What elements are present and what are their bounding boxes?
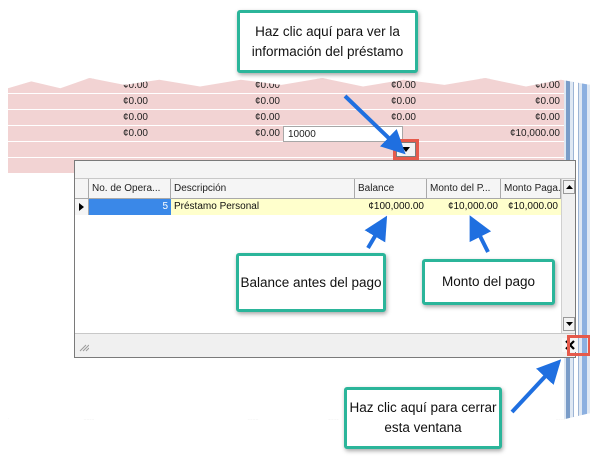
header-paid-amount[interactable]: Monto Paga... (501, 179, 561, 198)
background-cell: ¢0.00 (390, 112, 416, 123)
dropdown-highlight (393, 139, 419, 160)
background-row-editing[interactable]: ¢0.00 ¢0.00 10000 ¢10,000.00 (8, 126, 564, 142)
row-indicator (75, 199, 89, 215)
cell-operation-number[interactable]: 5 (89, 199, 171, 215)
background-cell: ¢0.00 (254, 128, 280, 139)
background-cell: ¢0.00 (254, 80, 280, 91)
popup-header: No. de Opera... Descripción Balance Mont… (75, 179, 561, 199)
callout-view-loan-info: Haz clic aquí para ver la información de… (237, 10, 418, 73)
cell-description[interactable]: Préstamo Personal (171, 199, 355, 215)
popup-footer (75, 333, 575, 357)
background-row: ¢0.00 ¢0.00 ¢0.00 ¢0.00 (8, 78, 564, 94)
background-cell: ¢0.00 (254, 112, 280, 123)
scroll-down-icon (566, 322, 573, 326)
row-pointer-icon (79, 203, 84, 211)
background-row (8, 142, 564, 158)
background-cell: ¢0.00 (122, 128, 148, 139)
resize-grip-icon[interactable] (79, 344, 89, 352)
popup-group-bar (75, 161, 575, 179)
amount-input[interactable]: 10000 (283, 126, 403, 142)
scroll-up-icon (566, 185, 573, 189)
background-row: ¢0.00 ¢0.00 ¢0.00 ¢0.00 (8, 94, 564, 110)
background-row: ¢0.00 ¢0.00 ¢0.00 ¢0.00 (8, 110, 564, 126)
header-payment-amount[interactable]: Monto del P... (427, 179, 501, 198)
header-balance[interactable]: Balance (355, 179, 427, 198)
popup-scrollbar[interactable] (561, 179, 575, 333)
background-cell: ¢0.00 (534, 96, 560, 107)
loan-row[interactable]: 5 Préstamo Personal ¢100,000.00 ¢10,000.… (75, 199, 561, 215)
header-indicator (75, 179, 89, 198)
close-highlight (567, 335, 590, 356)
background-cell: ¢0.00 (534, 112, 560, 123)
background-cell: ¢0.00 (534, 80, 560, 91)
background-cell: ¢0.00 (122, 112, 148, 123)
background-cell: ¢0.00 (390, 80, 416, 91)
callout-close-window: Haz clic aquí para cerrar esta ventana (344, 387, 502, 449)
background-cell: ¢10,000.00 (509, 128, 560, 139)
background-cell: ¢0.00 (122, 96, 148, 107)
cell-balance[interactable]: ¢100,000.00 (355, 199, 427, 215)
background-cell: ¢0.00 (390, 96, 416, 107)
header-description[interactable]: Descripción (171, 179, 355, 198)
background-cell: ¢0.00 (254, 96, 280, 107)
cell-paid-amount[interactable]: ¢10,000.00 (501, 199, 561, 215)
background-cell: ¢0.00 (122, 80, 148, 91)
callout-balance: Balance antes del pago (236, 253, 386, 312)
scroll-up-button[interactable] (563, 180, 575, 194)
cell-payment-amount[interactable]: ¢10,000.00 (427, 199, 501, 215)
header-operation-number[interactable]: No. de Opera... (89, 179, 171, 198)
callout-payment-amount: Monto del pago (422, 259, 555, 305)
screenshot-frame: ¢0.00 ¢0.00 ¢0.00 ¢0.00 ¢0.00 ¢0.00 ¢0.0… (8, 78, 590, 420)
scroll-down-button[interactable] (563, 317, 575, 331)
